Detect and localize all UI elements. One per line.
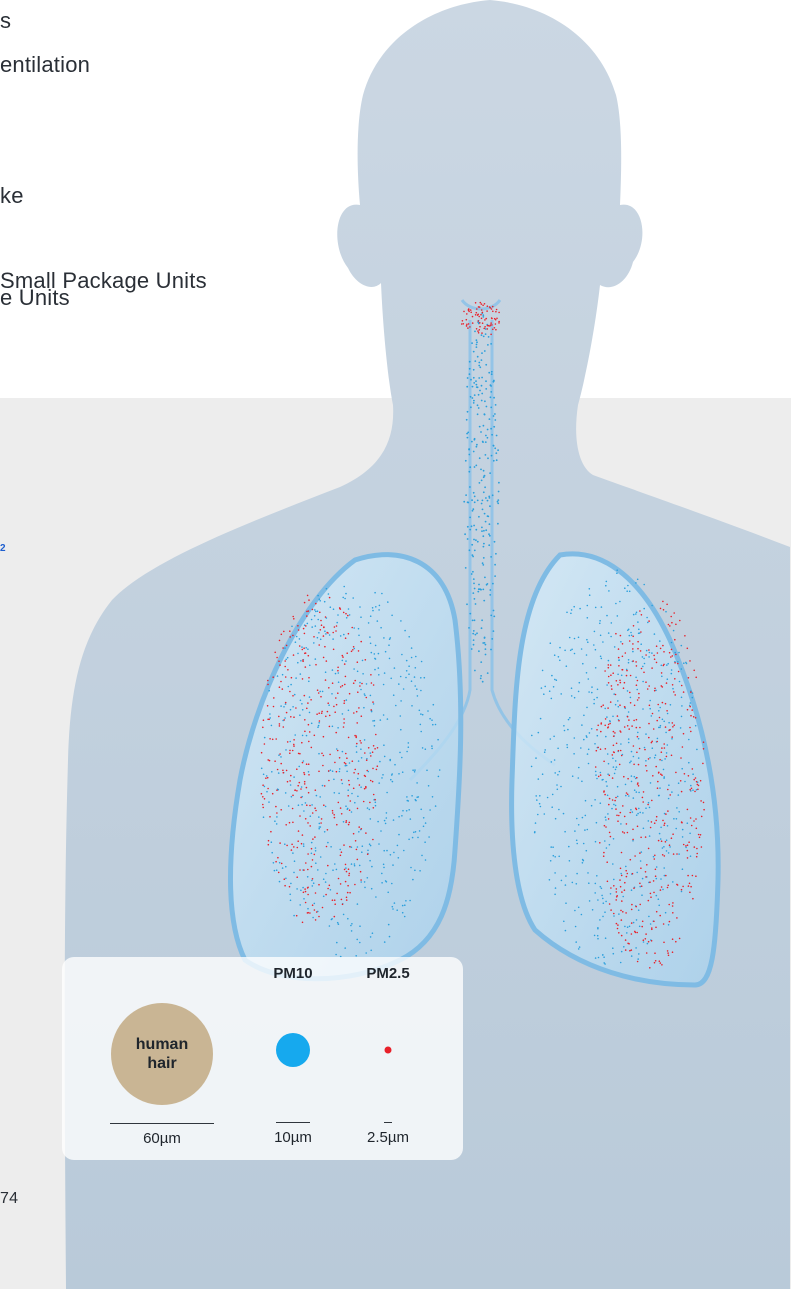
pm25-size-label: 2.5µm [350,1129,426,1146]
legend-pm25: PM2.5 2.5µm [350,957,426,1146]
human-hair-circle: human hair [111,1003,213,1105]
legend-hair: human hair 60µm [102,957,222,1147]
hair-label: human hair [127,1035,197,1073]
pm10-size-label: 10µm [258,1129,328,1146]
pm25-scale-bar [384,1122,392,1123]
particle-size-legend: human hair 60µm PM10 10µm PM2.5 2.5µm [62,957,463,1160]
pm10-scale-bar [276,1122,310,1123]
pm10-title: PM10 [258,965,328,982]
pm10-dot [276,1033,310,1067]
pm25-dot [385,1047,392,1054]
legend-pm10: PM10 10µm [258,957,328,1146]
hair-size-label: 60µm [102,1130,222,1147]
pm25-title: PM2.5 [350,965,426,982]
hair-scale-bar [110,1123,214,1124]
